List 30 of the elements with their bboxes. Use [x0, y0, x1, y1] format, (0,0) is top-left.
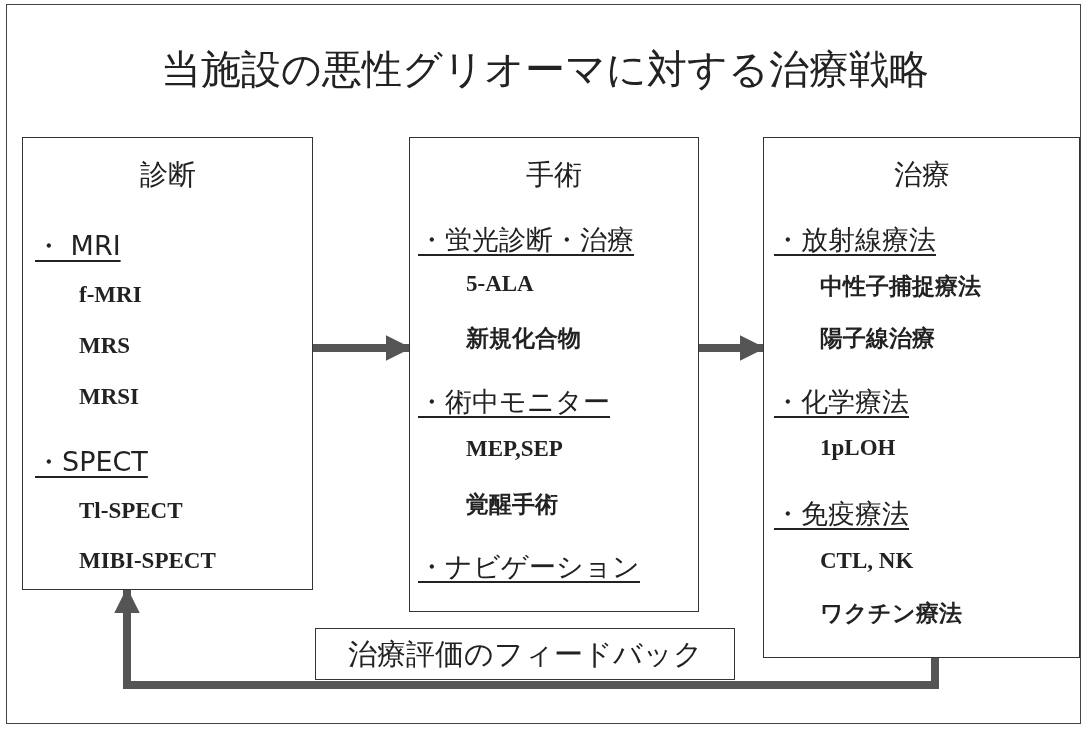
box-heading: 診断	[138, 157, 197, 193]
section-heading: ・免疫療法	[774, 497, 909, 531]
section-heading: ・ MRI	[35, 229, 121, 263]
section-heading: ・蛍光診断・治療	[418, 223, 634, 257]
list-item: f-MRI	[79, 282, 142, 308]
section-heading: ・化学療法	[774, 385, 909, 419]
list-item: MIBI-SPECT	[79, 548, 216, 574]
box-heading: 治療	[892, 157, 951, 193]
list-item: 中性子捕捉療法	[820, 273, 981, 301]
title: 当施設の悪性グリオーマに対する治療戦略	[159, 45, 930, 94]
list-item: Tl-SPECT	[79, 498, 183, 524]
list-item: CTL, NK	[820, 548, 914, 574]
category-box	[763, 137, 1080, 658]
list-item: 5-ALA	[466, 271, 534, 297]
list-item: 陽子線治療	[820, 325, 935, 353]
category-box	[409, 137, 699, 612]
list-item: 1pLOH	[820, 435, 896, 461]
list-item: ワクチン療法	[820, 600, 962, 628]
edge-label: 治療評価のフィードバック	[315, 628, 735, 680]
list-item: MRS	[79, 333, 131, 359]
section-heading: ・術中モニター	[418, 385, 610, 419]
box-heading: 手術	[525, 157, 583, 193]
section-heading: ・ナビゲーション	[418, 550, 640, 584]
category-box	[22, 137, 313, 590]
section-heading: ・SPECT	[35, 445, 148, 479]
list-item: 覚醒手術	[466, 491, 558, 519]
list-item: 新規化合物	[466, 325, 581, 353]
list-item: MEP,SEP	[466, 436, 563, 462]
section-heading: ・放射線療法	[774, 223, 936, 257]
list-item: MRSI	[79, 384, 140, 410]
